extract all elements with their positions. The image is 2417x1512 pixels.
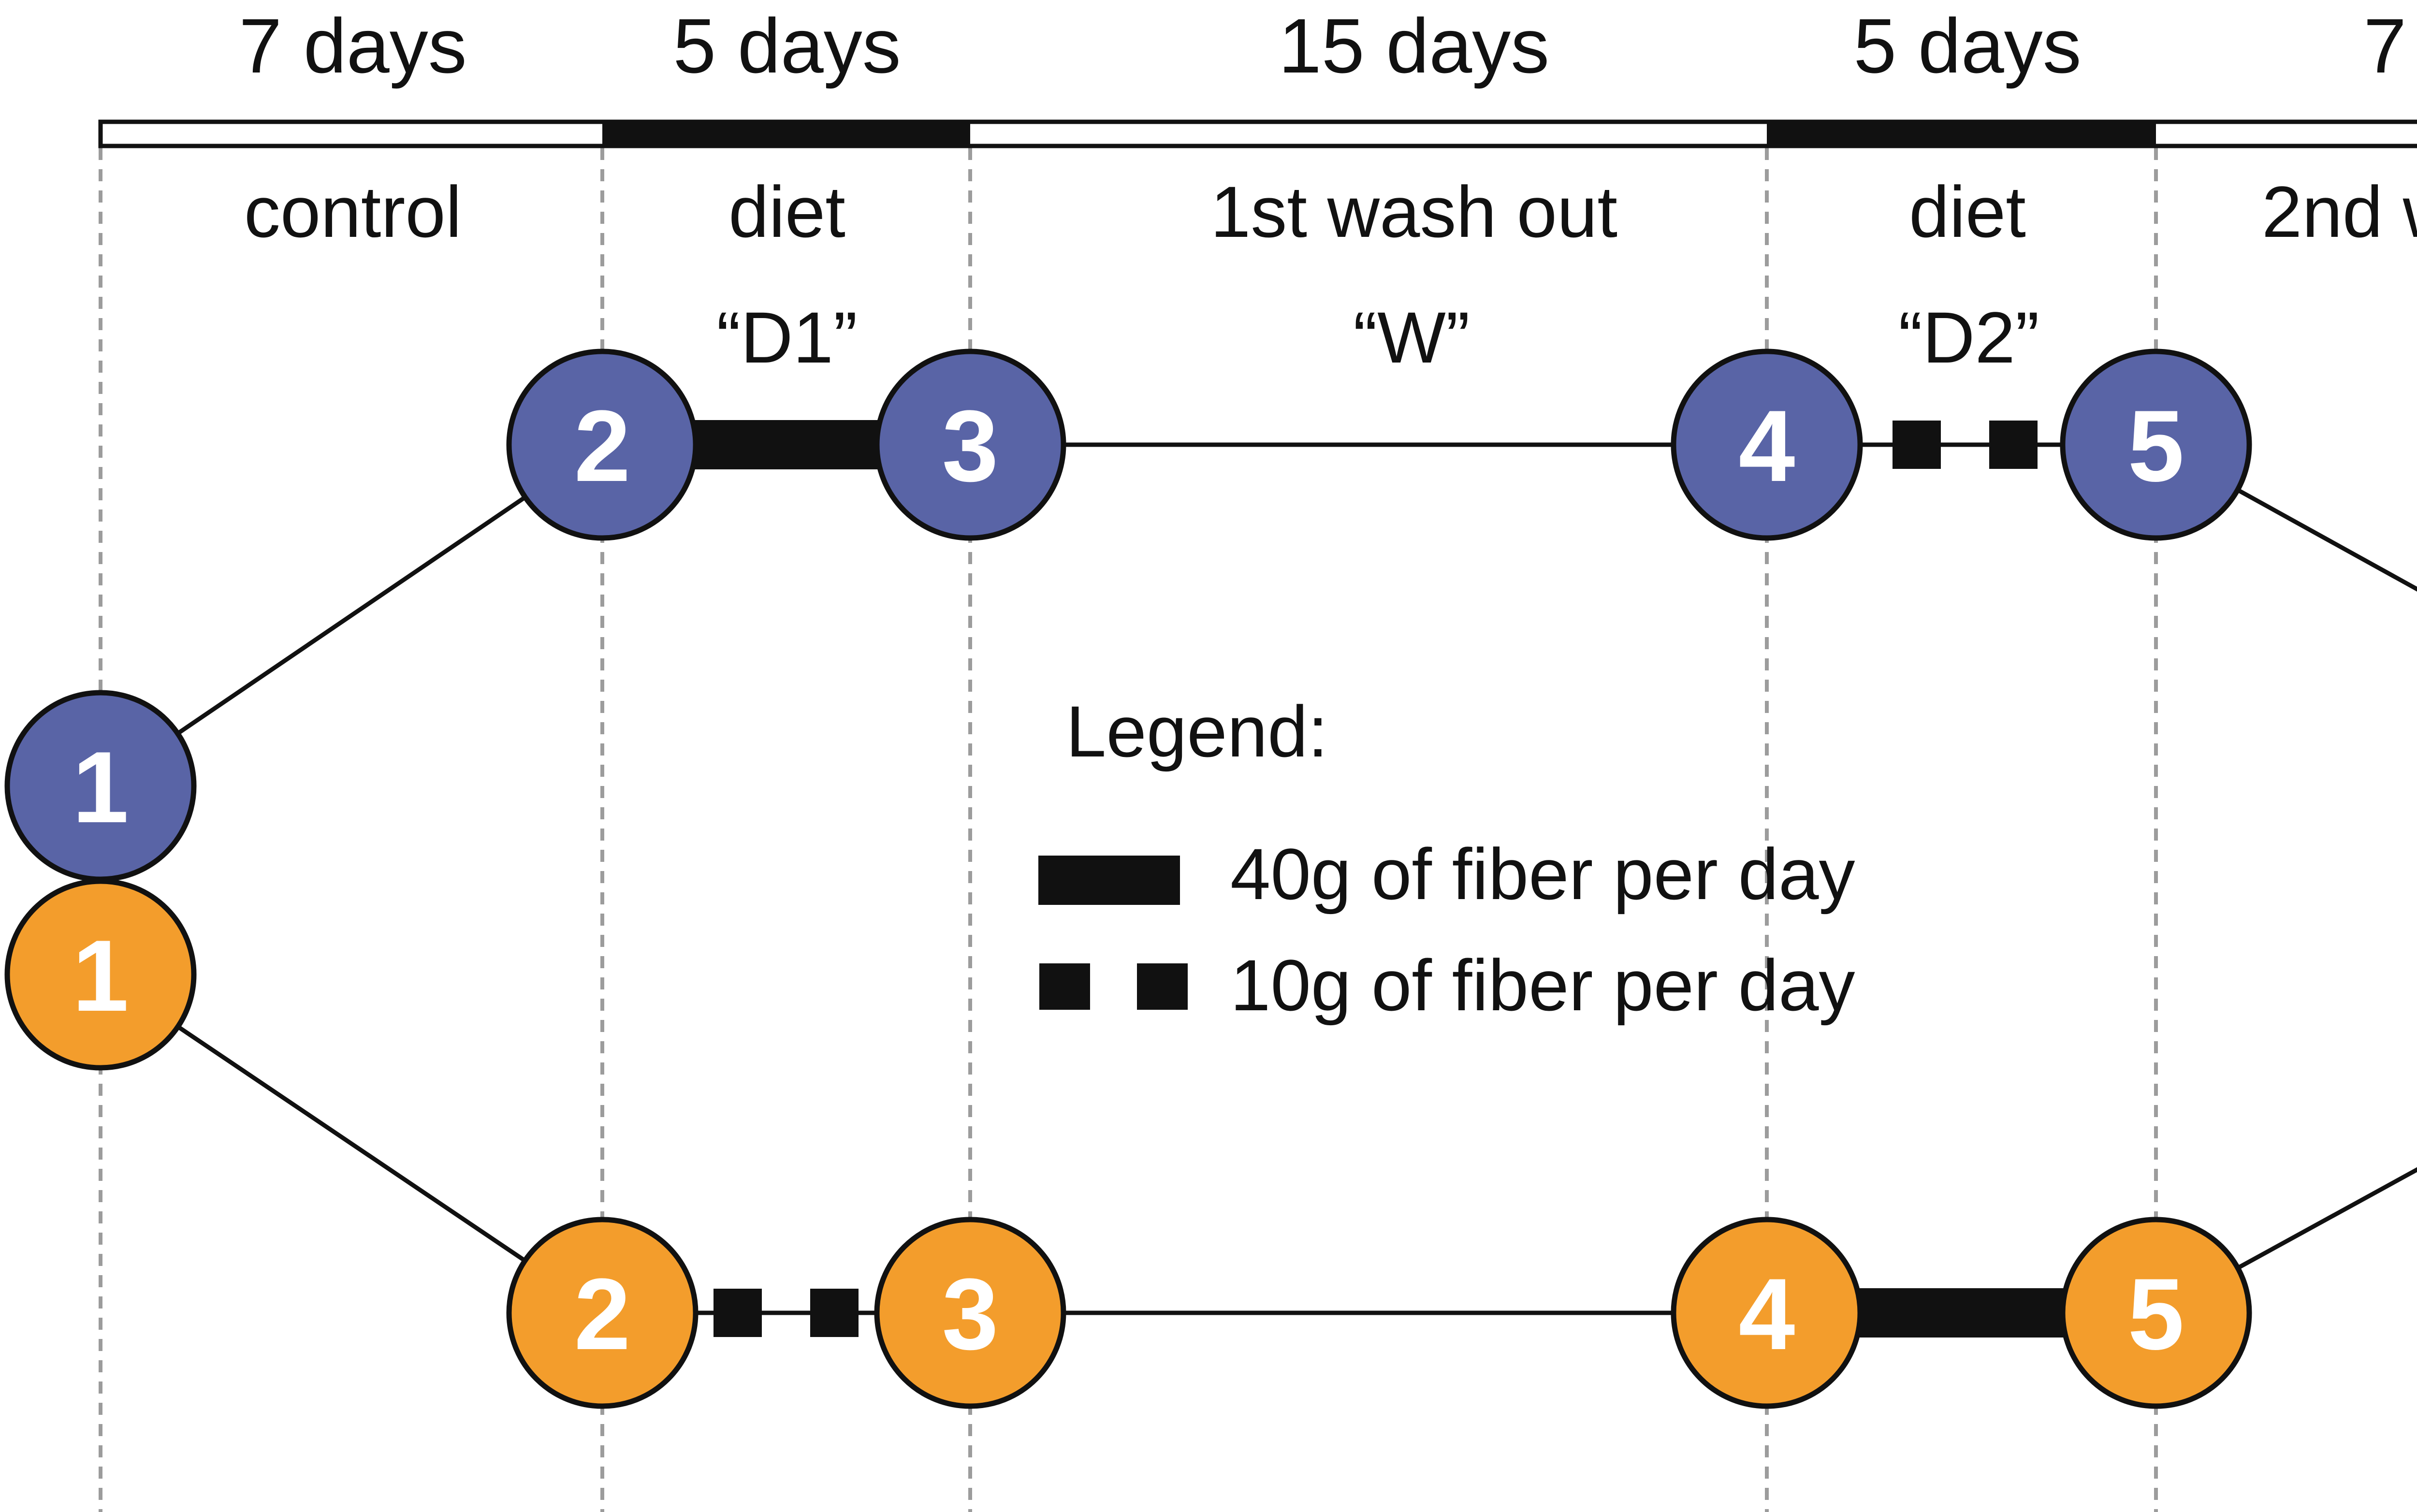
legend-square-icon [1137,963,1188,1010]
blue-arm-nodes: 1 2 3 4 5 6 [4,349,2252,882]
low-fiber-square [810,1289,859,1337]
node-orange-1-label: 1 [73,919,129,1032]
connector-line [2155,1167,2417,1315]
timeline-bar-border [98,119,2417,148]
period-label: diet [1909,171,2026,252]
duration-labels: 7 days 5 days 15 days 5 days 7 days [239,2,2417,89]
low-fiber-square [713,1289,762,1337]
node-orange-5 [2060,1217,2252,1409]
legend-square-icon [1039,963,1090,1010]
duration-label: 7 days [239,2,466,89]
duration-label: 7 days [2363,2,2417,89]
node-blue-3-label: 3 [942,389,999,503]
node-blue-5 [2060,349,2252,541]
period-label: 2nd wash out [2262,171,2417,252]
legend-title: Legend: [1066,691,1328,772]
code-label-d1: “D1” [716,297,858,378]
node-blue-3 [874,349,1066,541]
node-blue-2-label: 2 [574,389,631,503]
node-orange-3 [874,1217,1066,1409]
period-label: diet [728,171,845,252]
period-labels: control diet 1st wash out diet 2nd wash … [244,171,2417,252]
period-label: 1st wash out [1210,171,1617,252]
node-blue-4-label: 4 [1739,389,1795,503]
code-label-d2: “D2” [1898,297,2039,378]
connector-line [99,973,604,1315]
node-orange-5-label: 5 [2128,1257,2184,1371]
node-orange-3-label: 3 [942,1257,999,1371]
code-label-w: “W” [1353,297,1470,378]
duration-label: 15 days [1279,2,1549,89]
legend-solid-bar-icon [1038,856,1180,905]
connector-line [2155,443,2417,592]
node-blue-2 [506,349,699,541]
node-blue-5-label: 5 [2128,389,2184,503]
node-orange-1 [4,878,197,1071]
low-fiber-square [1893,421,1941,469]
low-fiber-square [1989,421,2038,469]
duration-label: 5 days [673,2,901,89]
node-orange-4 [1671,1217,1863,1409]
node-orange-4-label: 4 [1739,1257,1795,1371]
legend-item-label: 10g of fiber per day [1230,945,1855,1026]
period-label: control [244,171,462,252]
orange-arm-nodes: 1 2 3 4 5 6 [4,878,2252,1409]
connector-line [99,443,604,788]
timeline-bar-diet1-segment [602,120,970,147]
period-code-labels: “D1” “W” “D2” [716,297,2039,378]
timeline-bar [98,119,2417,148]
timeline-bar-diet2-segment [1767,120,2156,147]
legend-item-label: 40g of fiber per day [1230,833,1855,915]
node-blue-1-label: 1 [73,730,129,844]
node-orange-2 [506,1217,699,1409]
legend: Legend: 40g of fiber per day 10g of fibe… [1038,691,1855,1026]
node-blue-4 [1671,349,1863,541]
duration-label: 5 days [1853,2,2081,89]
node-orange-2-label: 2 [574,1257,631,1371]
